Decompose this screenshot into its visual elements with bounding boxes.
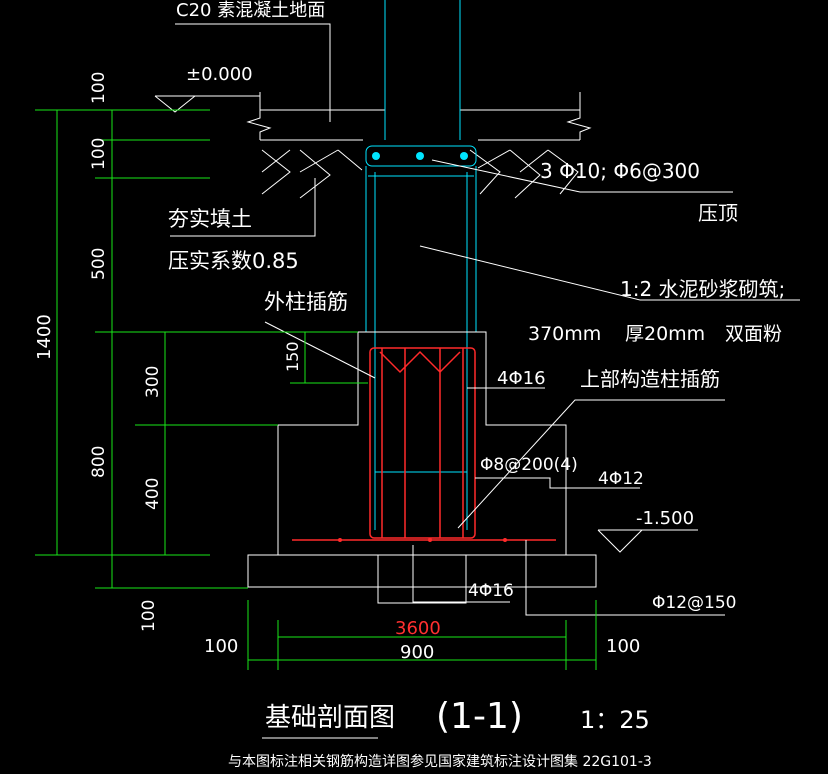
masonry-label: 1:2 水泥砂浆砌筑; (620, 277, 785, 301)
wall-spec-1: 370mm (528, 323, 601, 345)
dim-400: 400 (143, 478, 163, 510)
dimension-lines (35, 109, 597, 670)
dim-150: 150 (283, 341, 302, 372)
drawing-title: 基础剖面图 (265, 703, 395, 733)
ground-lines (246, 92, 592, 199)
rebars (292, 347, 556, 542)
outer-column-dowel-label: 外柱插筋 (264, 290, 348, 314)
wall (365, 0, 477, 530)
dim-100-left: 100 (204, 636, 238, 657)
mesh-label: Φ12@150 (652, 593, 736, 613)
dim-100-bottom: 100 (139, 600, 159, 632)
stirrup-label: Φ8@200(4) (480, 455, 578, 475)
drawing-note: 与本图标注相关钢筋构造详图参见国家建筑标注设计图集 22G101-3 (228, 753, 652, 770)
dim-800: 800 (89, 446, 109, 478)
cap-label: 压顶 (698, 201, 738, 225)
elevation-bottom-label: -1.500 (636, 508, 694, 529)
rammed-fill-label: 夯实填土 (168, 207, 252, 231)
rebar-4phi12-label: 4Φ12 (598, 469, 644, 489)
rebar-4phi16-top-label: 4Φ16 (497, 368, 546, 389)
cap-rebar-label: 3 Φ10; Φ6@300 (540, 159, 700, 183)
dim-100-top: 100 (89, 72, 109, 104)
wall-spec-2: 厚20mm (625, 323, 705, 345)
rebar-4phi16-bottom-label: 4Φ16 (468, 581, 514, 601)
dim-1400: 1400 (34, 314, 55, 360)
dim-100-2: 100 (89, 138, 109, 170)
leaders (154, 23, 800, 616)
dim-100-right: 100 (606, 636, 640, 657)
wall-spec-3: 双面粉 (725, 323, 782, 345)
section-label: (1-1) (436, 696, 523, 737)
upper-column-dowel-label: 上部构造柱插筋 (580, 367, 720, 391)
dim-300: 300 (143, 366, 163, 398)
dim-900: 900 (400, 642, 434, 663)
concrete-floor-label: C20 素混凝土地面 (176, 0, 325, 21)
dim-500: 500 (89, 248, 109, 280)
dim-3600: 3600 (395, 618, 441, 639)
scale-label: 1：25 (580, 706, 650, 734)
elevation-top-label: ±0.000 (186, 64, 253, 85)
compaction-label: 压实系数0.85 (168, 249, 299, 273)
